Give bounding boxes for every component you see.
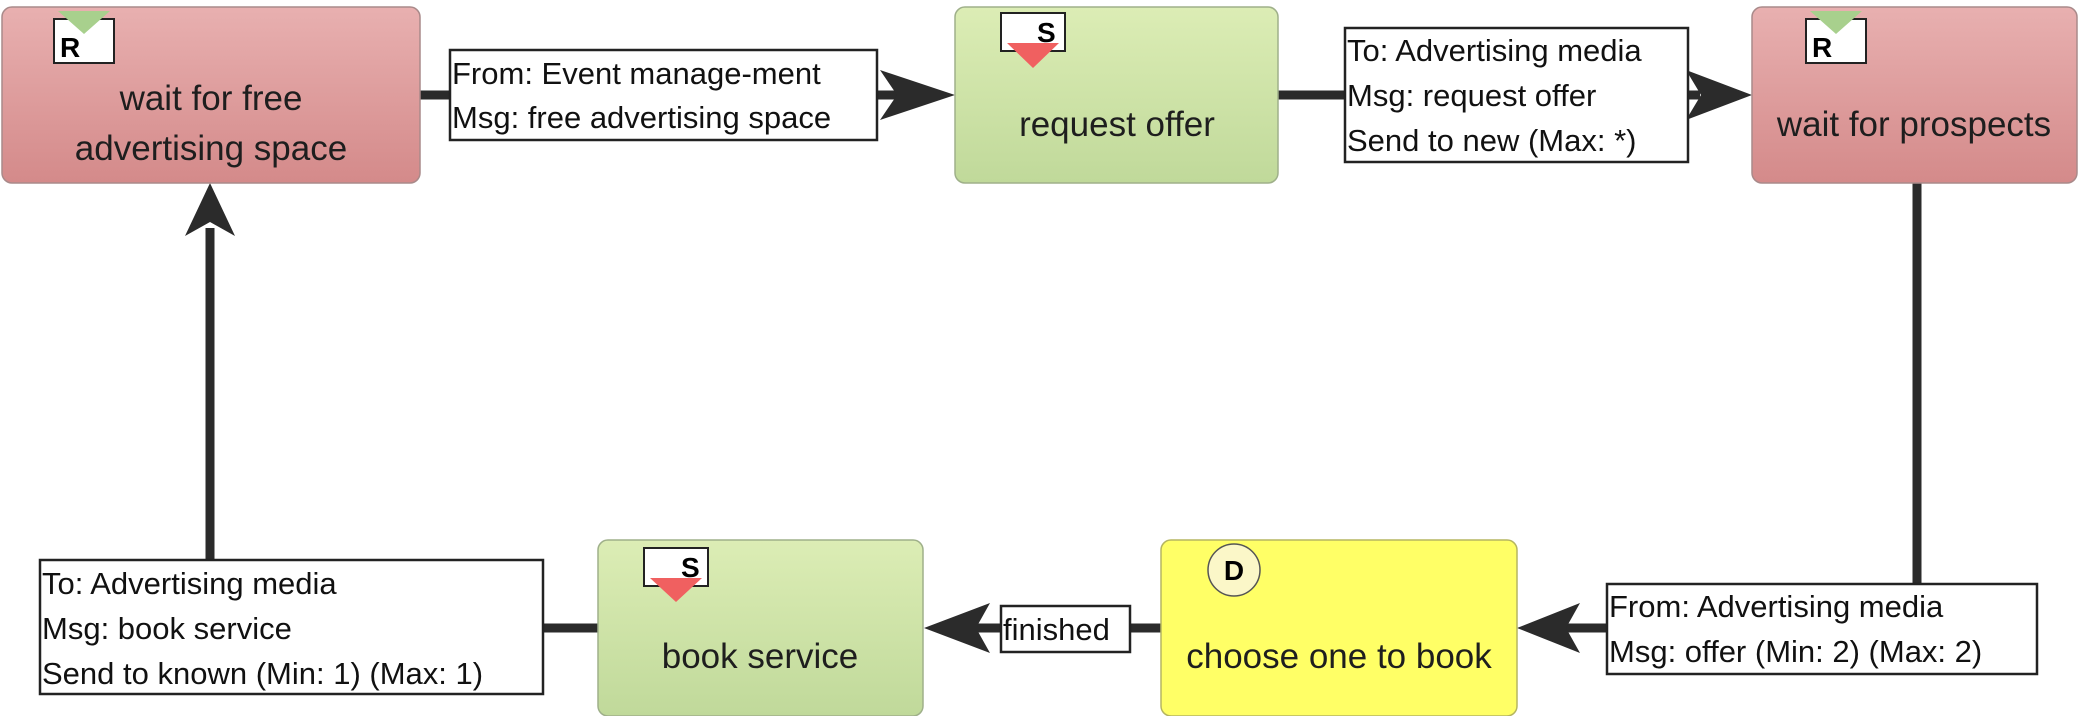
receive-badge: R [1805,11,1867,64]
edge-label-line: Msg: offer (Min: 2) (Max: 2) [1609,634,1982,669]
edge-label-request-offer-msg: To: Advertising media Msg: request offer… [1343,26,1690,164]
node-label: choose one to book [1186,637,1492,676]
edge-free-space-to-request-offer [420,70,955,120]
receive-marker-icon [58,11,110,34]
node-badge-letter: D [1224,555,1244,586]
node-label: request offer [1019,105,1215,144]
edge-request-offer-to-wait-prospects [1278,70,1752,120]
edge-label-line: Msg: request offer [1347,78,1596,113]
node-book-service[interactable]: S book service [597,539,924,716]
arrowhead-to-choose-one [1517,603,1580,653]
edge-label-book-service-msg: To: Advertising media Msg: book service … [38,558,545,696]
arrowhead-to-request-offer [880,70,955,120]
edge-label-free-space-msg: From: Event manage-ment Msg: free advert… [448,48,879,142]
node-choose-one[interactable]: D choose one to book [1160,539,1518,716]
edge-label-line: finished [1003,612,1110,647]
send-badge: S [643,547,709,602]
node-badge-letter: S [1037,17,1056,48]
decision-badge: D [1207,543,1261,597]
edge-label-line: From: Advertising media [1609,589,1944,624]
node-request-offer[interactable]: S request offer [954,6,1279,184]
edge-label-line: Msg: book service [42,611,292,646]
node-label-line1: wait for free [119,79,303,118]
edge-label-line: Send to known (Min: 1) (Max: 1) [42,656,483,691]
edge-label-line: Send to new (Max: *) [1347,123,1636,158]
send-badge: S [1000,12,1066,68]
edge-label-line: To: Advertising media [1347,33,1642,68]
node-label: wait for prospects [1776,105,2051,144]
edge-label-line: Msg: free advertising space [452,100,831,135]
arrowhead-to-wait-prospects [1686,70,1752,120]
node-label: book service [662,637,858,676]
edge-book-service-to-wait-free-space [185,183,598,633]
edge-choose-one-to-book-service [924,603,1161,653]
node-badge-letter: R [60,32,80,63]
node-wait-prospects[interactable]: R wait for prospects [1751,6,2078,184]
receive-marker-icon [1810,11,1862,34]
node-badge-letter: S [681,552,700,583]
edge-label-finished: finished [999,604,1132,654]
arrowhead-to-book-service [924,603,990,653]
edge-wait-prospects-to-choose-one [1517,183,1922,653]
edge-label-line: To: Advertising media [42,566,337,601]
receive-badge: R [53,11,115,64]
send-marker-icon [1007,43,1059,68]
edge-label-offer-msg: From: Advertising media Msg: offer (Min:… [1605,582,2039,676]
send-marker-icon [650,578,702,602]
node-wait-free-space[interactable]: R wait for free advertising space [1,6,421,184]
arrowhead-to-wait-free-space [185,183,235,236]
node-label-line2: advertising space [75,129,347,168]
edge-label-line: From: Event manage-ment [452,56,821,91]
node-badge-letter: R [1812,32,1832,63]
